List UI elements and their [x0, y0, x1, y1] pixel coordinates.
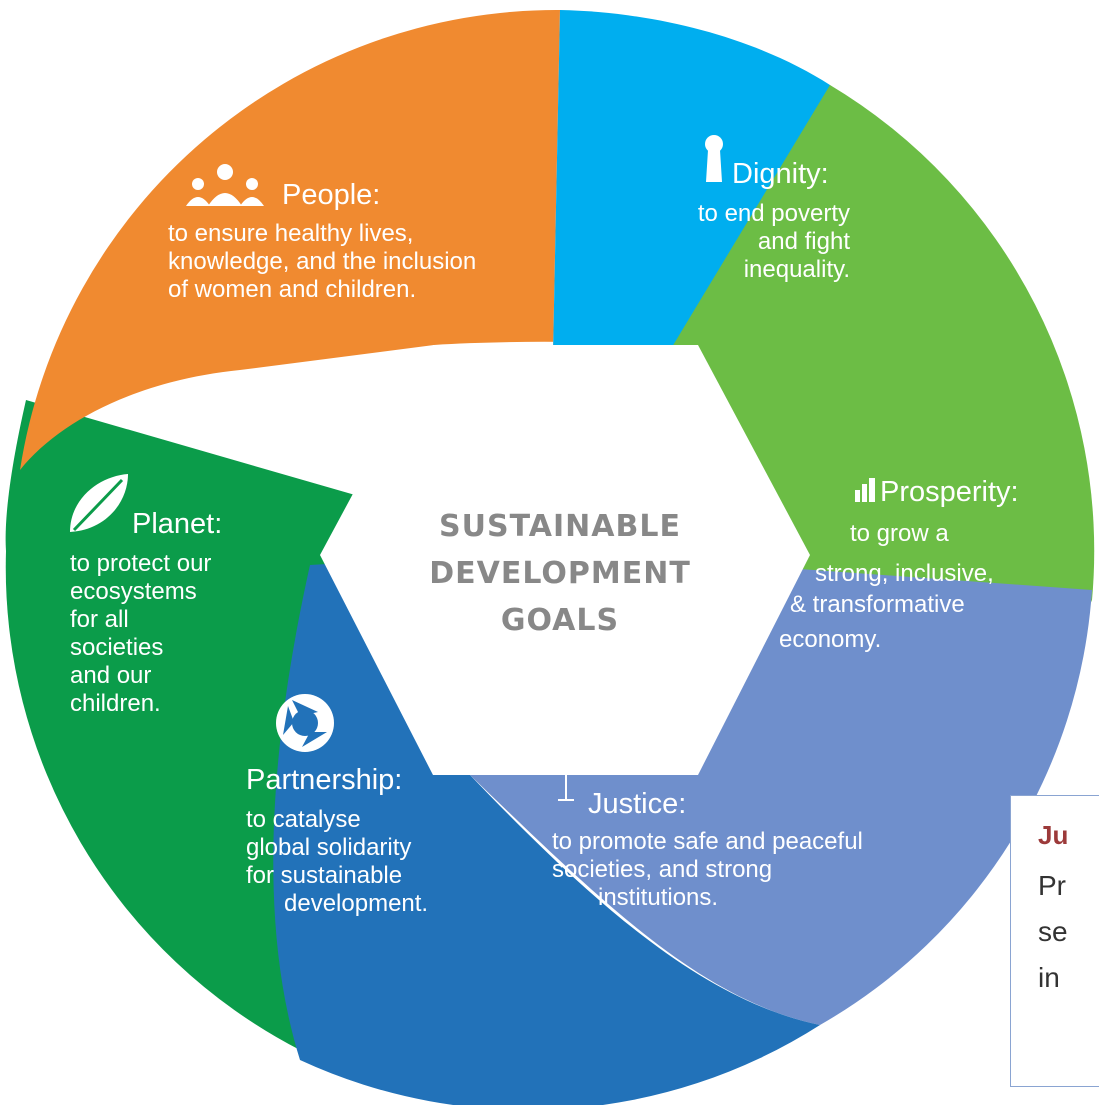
center-hexagon	[320, 345, 810, 775]
dignity-text: to end poverty and fight inequality.	[645, 200, 850, 284]
prosperity-text-line: economy.	[779, 626, 882, 653]
popup-line: in	[1038, 962, 1060, 993]
scales-icon	[556, 772, 576, 801]
partnership-text-line: to catalyse	[246, 806, 361, 833]
justice-text-line: to promote safe and peaceful	[552, 828, 863, 855]
people-text: to ensure healthy lives, knowledge, and …	[168, 220, 476, 304]
planet-text-line: to protect our	[70, 550, 212, 577]
people-text-line: of women and children.	[168, 276, 417, 303]
partnership-text: to catalyse global solidarity for sustai…	[246, 806, 428, 918]
recycle-arrows-icon	[276, 694, 334, 752]
center-title-line-1: SUSTAINABLE	[439, 509, 681, 544]
planet-text-line: ecosystems	[70, 578, 197, 605]
people-text-line: knowledge, and the inclusion	[168, 248, 477, 275]
prosperity-text-line: & transformative	[790, 591, 965, 618]
justice-text-line: institutions.	[598, 884, 719, 911]
prosperity-text-line: to grow a	[850, 520, 949, 547]
planet-text-line: for all	[70, 606, 129, 633]
justice-text: to promote safe and peaceful societies, …	[552, 828, 863, 912]
popup-line: se	[1038, 916, 1068, 947]
dignity-text-line: to end poverty	[697, 200, 850, 227]
dignity-title: Dignity:	[732, 158, 829, 190]
center-title-line-2: DEVELOPMENT	[429, 556, 691, 591]
partnership-text-line: development.	[284, 890, 429, 917]
person-icon	[705, 135, 723, 182]
justice-title: Justice:	[588, 788, 687, 820]
popup-line: Pr	[1038, 870, 1066, 901]
center-title-line-3: GOALS	[500, 603, 620, 638]
people-segment	[20, 9, 700, 551]
dignity-text-line: inequality.	[743, 256, 850, 283]
partnership-text-line: for sustainable	[246, 862, 403, 889]
leaf-icon	[70, 474, 128, 532]
prosperity-title: Prosperity:	[880, 476, 1019, 508]
popup-title: Ju	[1038, 820, 1069, 850]
bar-chart-icon	[855, 478, 875, 502]
partnership-title: Partnership:	[246, 764, 403, 796]
people-icon	[186, 164, 264, 206]
justice-popup: Ju Pr se in	[1010, 795, 1099, 1087]
center-title: SUSTAINABLE DEVELOPMENT GOALS	[395, 503, 725, 644]
prosperity-text-line: strong, inclusive,	[815, 560, 994, 587]
planet-title: Planet:	[132, 508, 223, 540]
planet-text-line: children.	[70, 690, 161, 717]
justice-text-line: societies, and strong	[552, 856, 773, 883]
planet-text: to protect our ecosystems for all societ…	[70, 550, 211, 718]
planet-text-line: and our	[70, 662, 152, 689]
partnership-text-line: global solidarity	[246, 834, 412, 861]
people-text-line: to ensure healthy lives,	[168, 220, 414, 247]
planet-text-line: societies	[70, 634, 164, 661]
people-title: People:	[282, 179, 381, 211]
dignity-text-line: and fight	[757, 228, 850, 255]
